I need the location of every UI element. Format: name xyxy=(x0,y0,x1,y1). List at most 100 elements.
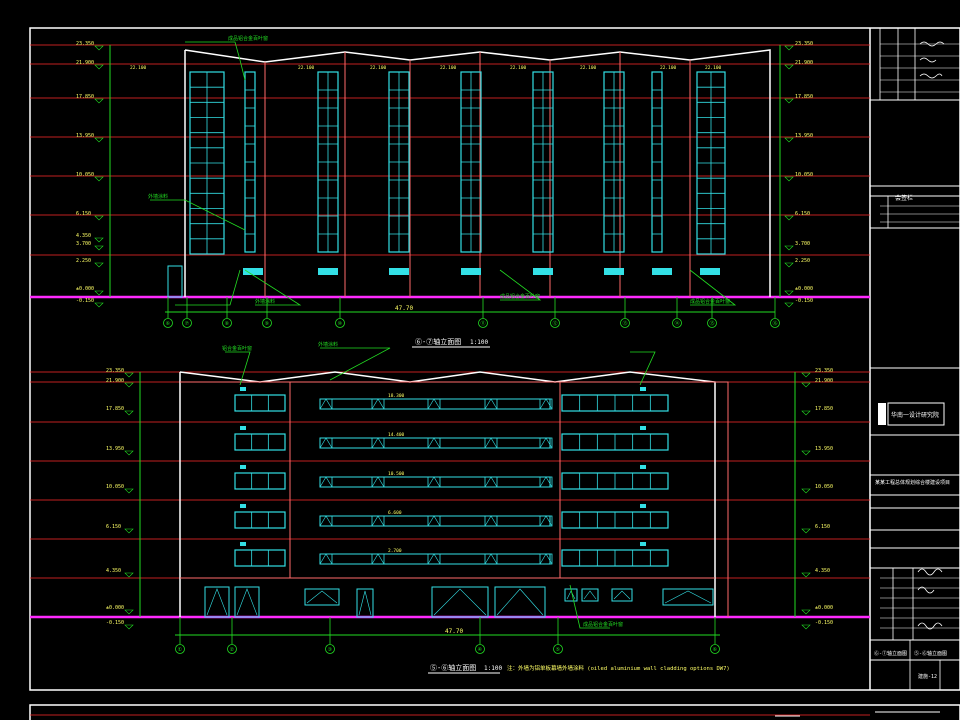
ground-opening xyxy=(204,586,230,618)
elevation-1-note: 成品铝合金百叶窗 xyxy=(228,35,268,42)
window-opening-mark xyxy=(484,476,498,488)
axis-label: ⑬ xyxy=(623,320,628,327)
ground-opening xyxy=(304,588,340,606)
title-block-grid xyxy=(870,28,960,691)
level-marker xyxy=(124,609,134,615)
axis-bubble xyxy=(222,318,232,328)
window-pane xyxy=(371,398,385,410)
marker-square xyxy=(640,426,646,430)
level-marker xyxy=(801,410,811,416)
elevation-2-title: ⑤-⑥轴立面图 1:100 注：外墙为铝单板幕墙外墙涂料 (oiled alum… xyxy=(428,663,730,674)
window-opening-mark xyxy=(484,437,498,449)
axis-label: ④ xyxy=(478,647,483,653)
signature-marks xyxy=(917,41,945,630)
axis-bubble xyxy=(707,318,717,328)
window-pane xyxy=(427,476,441,488)
level-value: -0.150 xyxy=(815,620,833,626)
axis-bubble xyxy=(262,318,272,328)
window-pane xyxy=(484,437,498,449)
level-value: 23.350 xyxy=(76,41,94,47)
window-opening-mark xyxy=(319,398,333,410)
level-value: 17.850 xyxy=(795,94,813,100)
elevation-1-window-columns xyxy=(189,71,726,255)
opening-mark xyxy=(306,590,338,604)
window-opening-mark xyxy=(539,398,553,410)
roof-elevation-label: 22.100 xyxy=(660,65,677,71)
ground-opening xyxy=(234,586,260,618)
window-opening-mark xyxy=(427,553,441,565)
level-value: 17.850 xyxy=(815,406,833,412)
axis-label: ⑥ xyxy=(166,321,171,327)
axis-label: ⑥ xyxy=(713,647,718,653)
entry-door xyxy=(167,265,183,298)
window-opening-mark xyxy=(539,515,553,527)
level-value: 21.900 xyxy=(76,60,94,66)
elevation-2-facade xyxy=(179,371,729,617)
floor-level-label: 2.700 xyxy=(388,548,402,554)
level-value: 2.250 xyxy=(76,258,91,264)
level-marker xyxy=(801,372,811,378)
opening-mark xyxy=(566,590,576,600)
window-opening-mark xyxy=(484,398,498,410)
roof-elevation-label: 22.100 xyxy=(580,65,597,71)
axis-bubble xyxy=(478,318,488,328)
level-marker xyxy=(124,488,134,494)
window-opening-mark xyxy=(539,476,553,488)
level-marker xyxy=(124,528,134,534)
axis-label: ⑤ xyxy=(556,647,561,653)
base-vent xyxy=(700,268,720,275)
window-frame xyxy=(234,511,286,529)
opening-mark xyxy=(236,588,258,616)
axis-label: ① xyxy=(178,647,183,653)
drawing-number: 建施-12 xyxy=(918,673,937,680)
window-pane xyxy=(319,398,333,410)
opening-mark xyxy=(496,588,544,616)
axis-label: ⑫ xyxy=(553,320,558,327)
drawing-border xyxy=(29,27,960,691)
level-value: 4.350 xyxy=(76,233,91,239)
elevation-1-title: ⑥-⑦轴立面图 1:100 xyxy=(412,337,490,348)
level-value: 10.050 xyxy=(815,484,833,490)
level-value: 3.700 xyxy=(76,241,91,247)
window-pane xyxy=(319,437,333,449)
base-vent xyxy=(243,268,263,275)
base-vent xyxy=(318,268,338,275)
level-marker xyxy=(124,410,134,416)
axis-bubble xyxy=(620,318,630,328)
level-marker xyxy=(94,237,104,243)
level-value: 3.700 xyxy=(795,241,810,247)
ground-opening xyxy=(431,586,489,618)
level-value: 23.350 xyxy=(106,368,124,374)
level-marker xyxy=(94,245,104,251)
axis-bubble xyxy=(553,644,563,654)
window-opening-mark xyxy=(319,553,333,565)
window-pane xyxy=(484,398,498,410)
ground-opening xyxy=(662,588,714,606)
level-value: 4.350 xyxy=(815,568,830,574)
level-marker xyxy=(784,290,794,296)
level-value: 13.950 xyxy=(815,446,833,452)
level-marker xyxy=(94,98,104,104)
level-marker xyxy=(124,372,134,378)
window-frame xyxy=(234,433,286,451)
level-value: 23.350 xyxy=(815,368,833,374)
window-opening-mark xyxy=(371,437,385,449)
base-vent xyxy=(389,268,409,275)
roof-elevation-label: 22.100 xyxy=(130,65,147,71)
opening-mark xyxy=(358,590,372,616)
axis-bubble xyxy=(163,318,173,328)
axis-label: ⑦ xyxy=(185,321,190,327)
window-frame xyxy=(234,549,286,567)
elevation-1-title-text: ⑥-⑦轴立面图 xyxy=(415,337,461,346)
elevation-1-note: 成品铝合金百叶窗 xyxy=(500,293,540,300)
elevation-1-leader-notes: 成品铝合金百叶窗 外墙涂料 外墙涂料 成品铝合金百叶窗 成品铝合金百叶窗 xyxy=(148,35,737,306)
elevation-2-ground-floor-openings xyxy=(204,586,714,618)
elevation-2-footnote: 注：外墙为铝单板幕墙外墙涂料 (oiled aluminium wall cla… xyxy=(507,664,730,672)
ground-opening xyxy=(581,588,599,602)
opening-mark xyxy=(613,590,631,600)
ground-opening xyxy=(356,588,374,618)
